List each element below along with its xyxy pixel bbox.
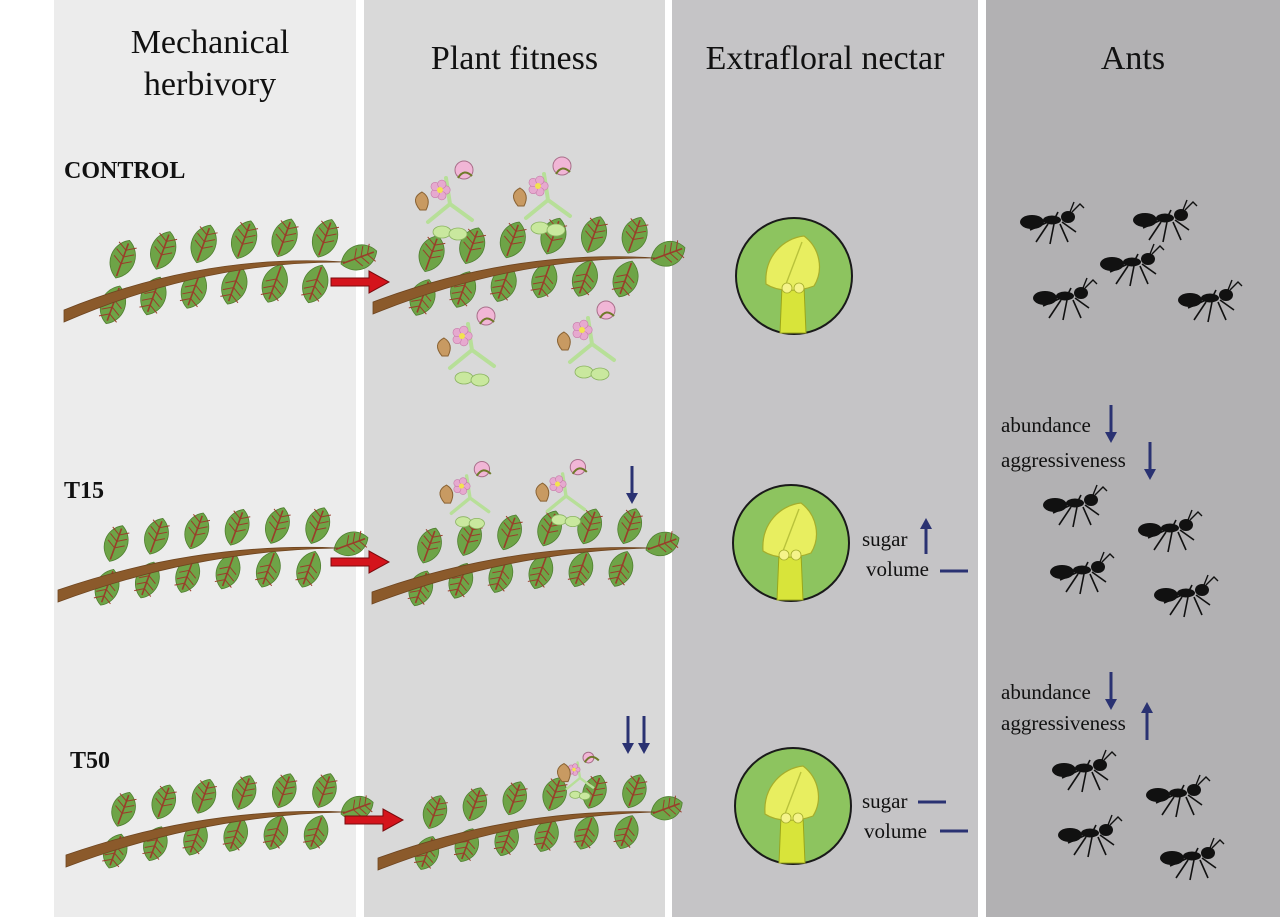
t15-aggressiveness-down-arrow-icon: [1144, 442, 1156, 480]
t50-aggressiveness-up-arrow-icon: [1141, 702, 1153, 740]
ant-icon: [1133, 199, 1198, 243]
ant-icon: [1160, 837, 1225, 881]
nectary-control: [735, 217, 853, 335]
title-plant-fitness: Plant fitness: [430, 40, 599, 77]
fitness-t50-down-arrow-2-icon: [638, 716, 650, 754]
ant-icon: [1100, 243, 1165, 287]
t50-aggressiveness-label: aggressiveness: [1001, 711, 1126, 735]
branch-t15-right: [371, 508, 680, 607]
t50-abundance-label: abundance: [1001, 680, 1091, 704]
ant-icon: [1058, 814, 1123, 858]
ant-icon: [1146, 774, 1211, 818]
branch-t15-left: [57, 507, 369, 606]
branch-control-left: [63, 218, 378, 325]
title-line-2: herbivory: [143, 66, 277, 103]
ant-icon: [1050, 551, 1115, 595]
red-arrow-t15: [330, 550, 391, 574]
t15-volume-label: volume: [866, 557, 929, 581]
t50-sugar-label: sugar: [862, 789, 908, 813]
flower-inflorescence-t15: [439, 458, 588, 530]
panel-plant-fitness: [364, 0, 665, 917]
ant-icon: [1178, 279, 1243, 323]
branch-t50-left: [65, 773, 374, 869]
ant-icon: [1033, 277, 1098, 321]
t15-sugar-label: sugar: [862, 527, 908, 551]
t50-volume-label: volume: [864, 819, 927, 843]
title-extrafloral-nectar: Extrafloral nectar: [705, 40, 945, 77]
ant-icon: [1020, 201, 1085, 245]
flower-inflorescence-control: [415, 156, 616, 387]
red-arrow-control: [330, 270, 391, 294]
fitness-t15-down-arrow-icon: [626, 466, 638, 504]
ant-icon: [1052, 749, 1117, 793]
panel-ants: [986, 0, 1280, 917]
title-mechanical-herbivory: Mechanical herbivory: [54, 22, 366, 106]
red-arrow-t50: [344, 808, 405, 832]
row-label-t50: T50: [70, 748, 111, 774]
t15-aggressiveness-label: aggressiveness: [1001, 448, 1126, 472]
fitness-t50-down-arrow-1-icon: [622, 716, 634, 754]
t15-sugar-up-arrow-icon: [920, 518, 932, 554]
title-ants: Ants: [1100, 40, 1166, 77]
title-line-1: Mechanical: [130, 24, 290, 61]
t15-abundance-label: abundance: [1001, 413, 1091, 437]
branch-control-right: [372, 216, 686, 316]
ant-icon: [1043, 484, 1108, 528]
t15-abundance-down-arrow-icon: [1105, 405, 1117, 443]
row-label-control: CONTROL: [64, 158, 186, 184]
row-label-t15: T15: [64, 478, 105, 504]
ant-icon: [1154, 574, 1219, 618]
branch-t50-right: [377, 774, 683, 871]
nectary-t50: [734, 747, 852, 865]
panel-mechanical-herbivory: [54, 0, 356, 917]
flower-inflorescence-t50: [557, 751, 600, 801]
nectary-t15: [732, 484, 850, 602]
t50-abundance-down-arrow-icon: [1105, 672, 1117, 710]
ant-icon: [1138, 509, 1203, 553]
